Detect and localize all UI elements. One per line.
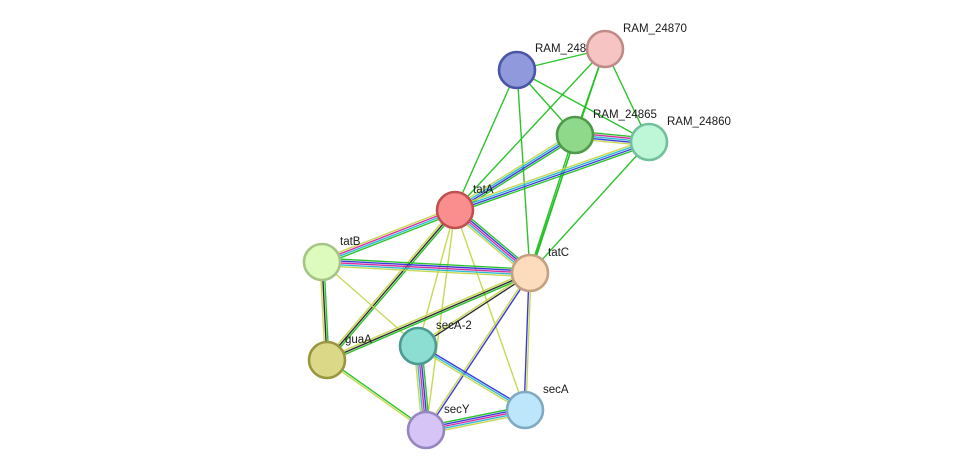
edge-line-textmining bbox=[325, 270, 530, 359]
node-RAM_24870[interactable] bbox=[585, 29, 625, 69]
edge-tatB-tatC[interactable] bbox=[321, 257, 531, 278]
node-label-secA-2: secA-2 bbox=[436, 320, 472, 332]
edge-secA-2-secA[interactable] bbox=[416, 343, 527, 413]
edge-line-neighborhood bbox=[528, 134, 575, 273]
edge-line-cooccurrence bbox=[426, 273, 532, 431]
edge-RAM_24860-tatC[interactable] bbox=[529, 141, 650, 274]
node-label-tatA: tatA bbox=[473, 184, 494, 196]
node-tatC[interactable] bbox=[510, 253, 550, 293]
edge-line-databases bbox=[322, 210, 456, 264]
edge-line-cooccurrence bbox=[523, 272, 530, 410]
node-label-tatC: tatC bbox=[548, 247, 569, 259]
edge-line-neighborhood bbox=[455, 144, 651, 214]
edge-tatA-secA-2[interactable] bbox=[417, 209, 456, 347]
edge-line-neighborhood bbox=[322, 212, 457, 266]
edge-line-databases bbox=[417, 345, 526, 411]
node-label-RAM_24870: RAM_24870 bbox=[623, 23, 687, 35]
edge-tatA-secY[interactable] bbox=[425, 209, 456, 431]
edge-line-textmining bbox=[326, 360, 426, 432]
edge-line-cooccurrence bbox=[455, 135, 576, 212]
edge-line-textmining bbox=[320, 206, 455, 260]
node-RAM_2488[interactable] bbox=[497, 50, 537, 90]
edge-line-databases bbox=[321, 263, 530, 276]
edge-line-neighborhood bbox=[516, 69, 650, 143]
node-label-guaA: guaA bbox=[345, 334, 372, 346]
node-secA-2[interactable] bbox=[398, 326, 438, 366]
node-RAM_24860[interactable] bbox=[629, 122, 669, 162]
edge-tatA-secA[interactable] bbox=[454, 209, 526, 411]
edge-line-neighborhood bbox=[516, 69, 531, 274]
edge-RAM_2488-RAM_24860[interactable] bbox=[516, 69, 650, 143]
node-secA[interactable] bbox=[505, 390, 545, 430]
edge-line-coexpression bbox=[418, 273, 531, 348]
edge-line-coexpression bbox=[326, 272, 531, 361]
edge-line-neighborhood bbox=[530, 135, 577, 274]
edge-line-experiments bbox=[321, 208, 455, 262]
node-tatA[interactable] bbox=[435, 190, 475, 230]
edge-line-experiments bbox=[321, 261, 531, 274]
node-RAM_24865[interactable] bbox=[555, 115, 595, 155]
edge-line-textmining bbox=[525, 273, 532, 411]
edge-line-cooccurrence bbox=[322, 259, 531, 272]
edge-line-neighborhood bbox=[327, 210, 457, 362]
edge-line-neighborhood bbox=[322, 257, 531, 270]
edge-line-textmining bbox=[454, 209, 526, 411]
edge-line-textmining bbox=[325, 208, 455, 360]
edge-line-databases bbox=[454, 133, 575, 210]
edge-RAM_2488-tatA[interactable] bbox=[454, 69, 518, 211]
edge-line-textmining bbox=[425, 209, 456, 431]
edge-RAM_24865-tatC[interactable] bbox=[528, 134, 577, 274]
edge-tatC-secA-2[interactable] bbox=[417, 271, 531, 348]
edge-tatB-secA-2[interactable] bbox=[321, 261, 419, 347]
node-secY[interactable] bbox=[406, 410, 446, 450]
edge-tatC-guaA[interactable] bbox=[325, 270, 532, 363]
edge-line-textmining bbox=[453, 138, 649, 208]
node-label-secA: secA bbox=[543, 384, 569, 396]
edge-line-textmining bbox=[416, 347, 525, 413]
edge-line-neighborhood bbox=[454, 48, 606, 211]
edge-line-cooccurrence bbox=[418, 343, 527, 409]
node-tatB[interactable] bbox=[302, 242, 342, 282]
node-label-RAM_2488: RAM_248 bbox=[535, 43, 586, 55]
edge-line-textmining bbox=[417, 271, 530, 346]
edge-line-neighborhood bbox=[327, 274, 532, 363]
edge-RAM_24860-tatA[interactable] bbox=[453, 138, 651, 214]
edge-line-databases bbox=[454, 140, 649, 210]
edge-tatC-secA[interactable] bbox=[523, 272, 532, 411]
edge-line-cooccurrence bbox=[455, 142, 650, 212]
edge-line-neighborhood bbox=[454, 69, 518, 211]
node-label-RAM_24865: RAM_24865 bbox=[593, 109, 657, 121]
edge-layer bbox=[319, 48, 651, 435]
node-label-RAM_24860: RAM_24860 bbox=[667, 116, 731, 128]
edge-RAM_24870-tatA[interactable] bbox=[454, 48, 606, 211]
edge-line-coexpression bbox=[326, 209, 456, 361]
edge-tatA-tatB[interactable] bbox=[320, 206, 457, 266]
node-label-tatB: tatB bbox=[340, 236, 361, 248]
edge-line-textmining bbox=[453, 131, 574, 209]
node-guaA[interactable] bbox=[307, 340, 347, 380]
edge-line-neighborhood bbox=[327, 358, 427, 430]
node-label-secY: secY bbox=[444, 404, 470, 416]
edge-line-textmining bbox=[321, 265, 530, 278]
node-layer bbox=[302, 29, 669, 450]
edge-RAM_2488-tatC[interactable] bbox=[516, 69, 531, 274]
edge-tatC-secY[interactable] bbox=[424, 272, 532, 431]
edge-line-textmining bbox=[424, 272, 530, 430]
edge-tatA-guaA[interactable] bbox=[325, 208, 457, 362]
edge-guaA-secY[interactable] bbox=[326, 358, 427, 432]
edge-line-neighborhood bbox=[529, 141, 650, 274]
edge-line-textmining bbox=[321, 261, 419, 347]
edge-line-textmining bbox=[417, 209, 456, 347]
